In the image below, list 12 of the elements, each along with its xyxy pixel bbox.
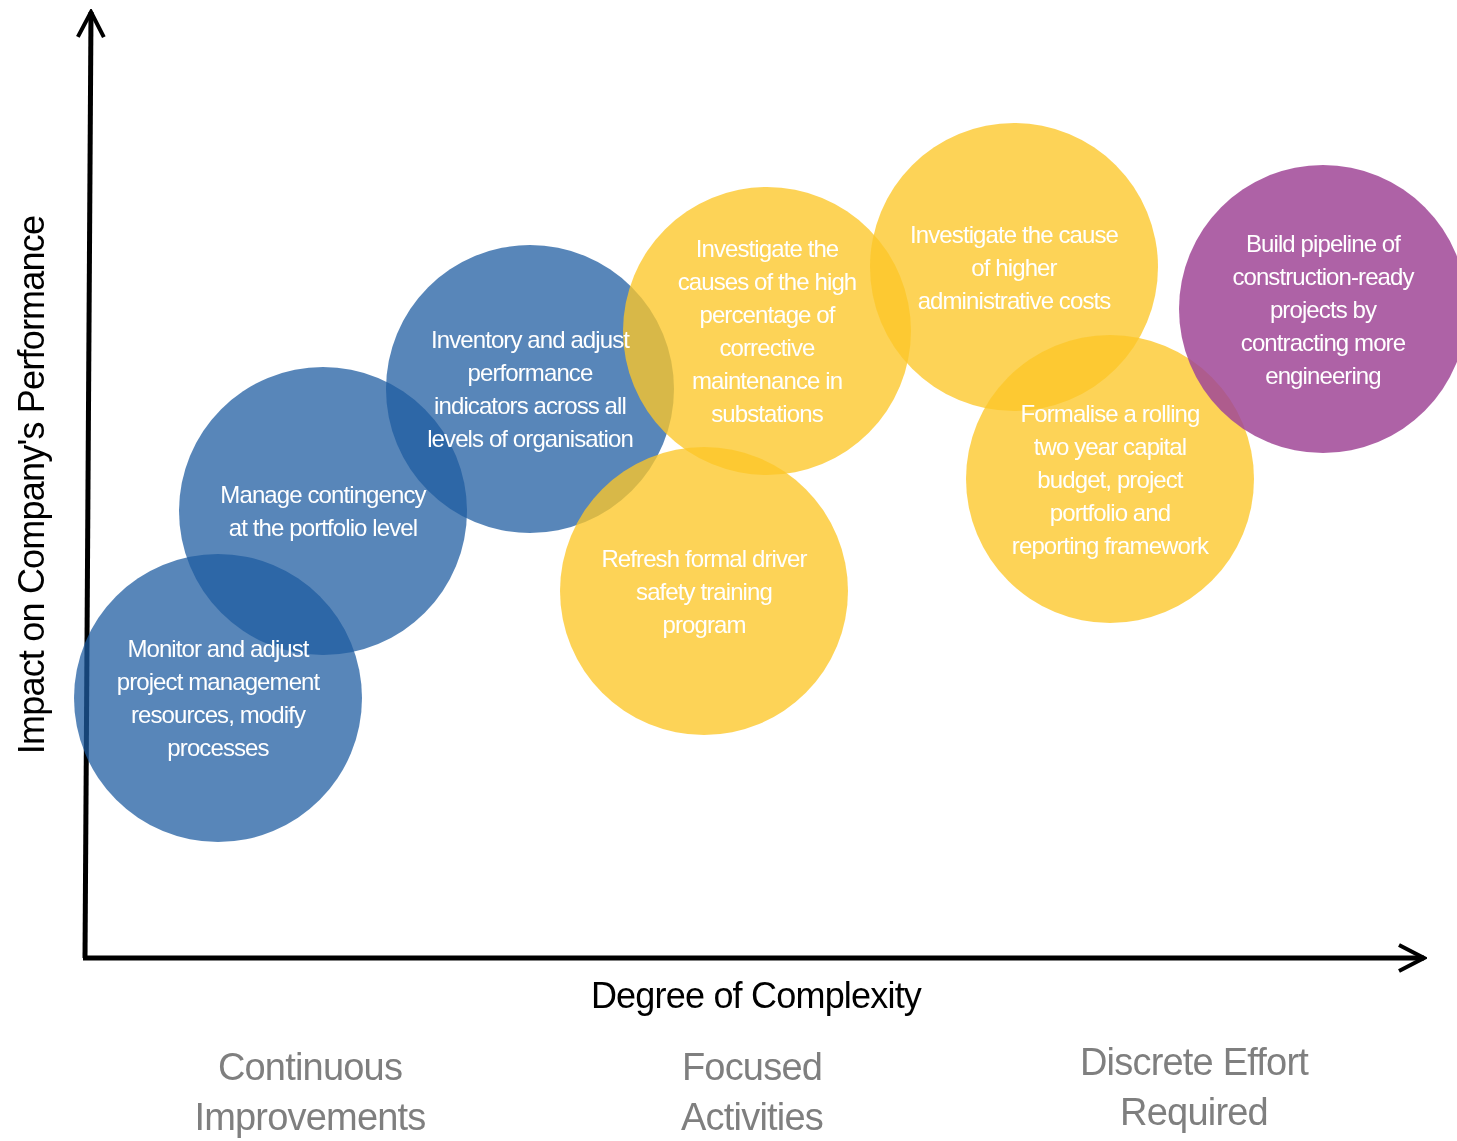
bubble-text: Investigate the causes of the high percentage of corrective maintenance in substations [676,234,858,429]
category-label: Focused Activities [680,1045,824,1140]
axis-title: Impact on Company's Performance [11,215,53,755]
axis-title: Degree of Complexity [590,975,922,1017]
bubble-text: Investigate the cause of higher administrative costs [909,219,1119,316]
category-label: Discrete Effort Required [1078,1040,1310,1135]
category-label: Continuous Improvements [193,1045,427,1140]
bubble-text: Formalise a rolling two year capital budget, project portfolio and reporting framework [1010,398,1210,561]
bubble-text: Build pipeline of construction-ready projects by contracting more engineering [1231,228,1416,391]
bubble-text: Manage contingency at the portfolio level [219,480,428,543]
bubble-text: Refresh formal driver safety training program [600,543,808,640]
bubble-text: Monitor and adjust project management resources, modify processes [115,634,321,763]
